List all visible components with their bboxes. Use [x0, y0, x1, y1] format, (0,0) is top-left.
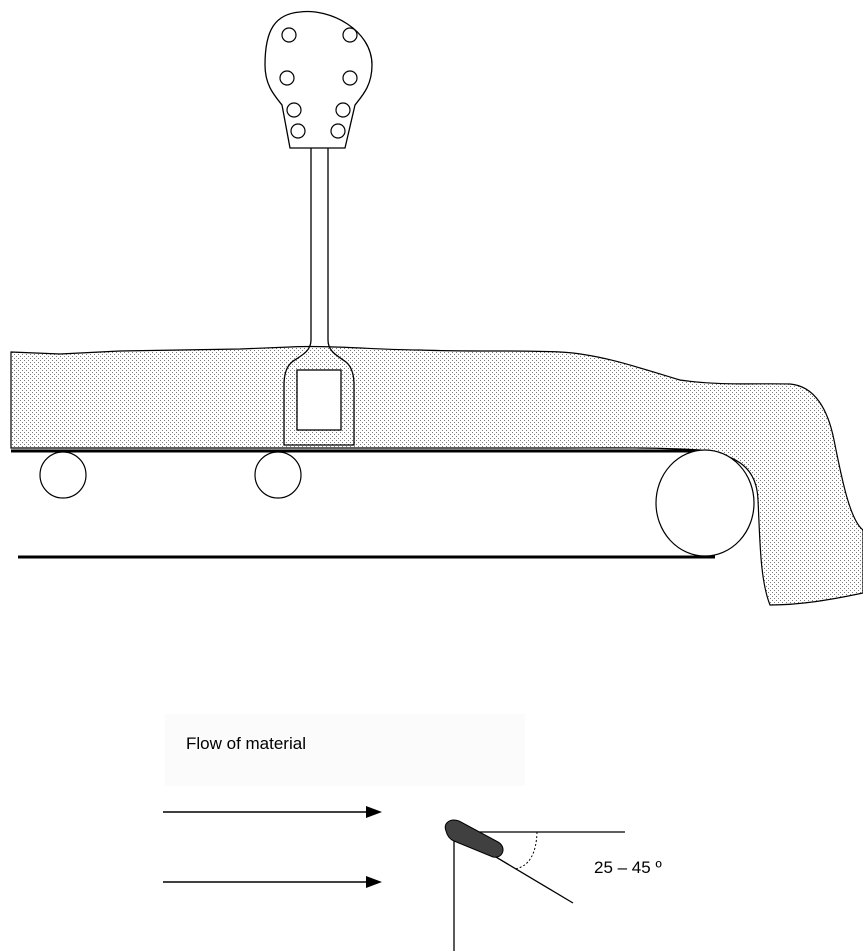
- cutter-angle-detail: [444, 819, 625, 951]
- flow-arrow-1: [163, 806, 382, 818]
- flow-of-material-label: Flow of material: [186, 734, 306, 753]
- idler-roller-1: [39, 451, 87, 499]
- idler-roller-2: [254, 451, 302, 499]
- bulk-material: [10, 345, 863, 606]
- sampler-drive-head: [264, 10, 373, 149]
- cutter-blade: [444, 819, 504, 858]
- angle-arc: [514, 831, 538, 870]
- angle-range-label: 25 – 45 º: [594, 858, 662, 877]
- flow-arrow-2: [163, 876, 382, 888]
- sampler-arm: [283, 148, 355, 446]
- flow-label-box: Flow of material: [165, 714, 525, 786]
- head-pulley: [655, 449, 755, 557]
- sampler-cutter-opening: [296, 369, 342, 431]
